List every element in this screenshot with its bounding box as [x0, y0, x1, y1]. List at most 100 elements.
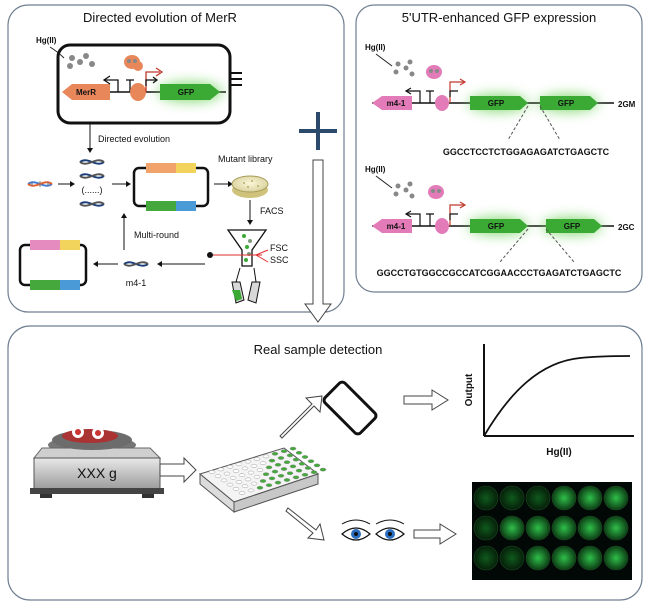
plate-well	[283, 478, 291, 482]
plate-well	[229, 475, 237, 480]
gfp-label-2gc-b: GFP	[564, 222, 581, 231]
plate-well	[238, 473, 246, 478]
plate-well	[256, 485, 264, 490]
plate-well	[244, 477, 252, 482]
gfp-label-2gc-a: GFP	[488, 222, 505, 231]
plate-well	[301, 472, 309, 477]
plate-well	[292, 475, 300, 480]
photo-well	[603, 485, 629, 511]
fsc-label: FSC	[270, 243, 289, 253]
plate-well	[265, 465, 273, 470]
multi-round-label: Multi-round	[134, 230, 179, 240]
plate-well	[292, 457, 300, 462]
plate-well	[244, 459, 252, 464]
plate-well	[250, 481, 258, 486]
plate-well	[277, 473, 285, 478]
photo-well	[551, 545, 577, 571]
plate-well	[298, 461, 306, 466]
plate-well	[262, 472, 270, 477]
arrow-plate-to-phone	[279, 395, 323, 439]
plate-well	[271, 451, 279, 456]
construct-2gm-label: 2GM	[618, 100, 636, 109]
m4-1-gene-2gc	[372, 219, 412, 233]
panel-directed-evolution: Directed evolution of MerR Hg(II) MerR	[7, 4, 345, 313]
scale-readout: XXX g	[77, 465, 117, 481]
hg-label-2gm: Hg(II)	[365, 43, 386, 52]
photo-well	[603, 515, 629, 541]
photo-well	[551, 515, 577, 541]
dna-single-icon	[27, 181, 53, 187]
plate-well	[226, 464, 234, 469]
hg-label: Hg(II)	[36, 36, 57, 45]
plate-well	[256, 468, 264, 472]
dna-m4-1-icon	[123, 261, 149, 267]
plate-well	[232, 469, 240, 473]
plate-well	[319, 467, 327, 472]
plate-well	[283, 460, 291, 465]
mutant-library-label: Mutant library	[218, 154, 273, 164]
sequence-2gc: GGCCTGTGGCCGCCATCGGAACCCTGAGATCTGAGCTC	[377, 268, 622, 278]
m4-1-label-2gm: m4-1	[387, 99, 406, 108]
ssc-label: SSC	[270, 255, 289, 265]
plate-well	[271, 469, 279, 474]
facs-sorter-icon	[207, 229, 269, 304]
eyes-icon	[341, 519, 405, 541]
photo-well	[473, 545, 499, 571]
panel-title-directed: Directed evolution of MerR	[83, 10, 237, 25]
gfp-gene-2gm-a	[470, 96, 528, 110]
photo-well	[473, 485, 499, 511]
plate-well	[310, 470, 318, 475]
plate-well	[235, 480, 243, 484]
plate-well	[253, 457, 261, 461]
y-axis-label: Output	[464, 373, 475, 406]
gfp-label: GFP	[178, 88, 195, 97]
plate-well	[295, 468, 303, 473]
mercury-ions-2gm	[393, 59, 415, 77]
photo-well	[499, 515, 525, 541]
arrow-scale-to-plate	[159, 456, 197, 484]
plate-well	[274, 462, 282, 467]
merr-protein	[124, 55, 143, 71]
gfp-gene	[160, 84, 220, 100]
plate-well	[214, 474, 222, 479]
plate-well	[295, 450, 303, 455]
plate-well	[274, 480, 282, 485]
photo-well	[577, 515, 603, 541]
panel-title-utr: 5'UTR-enhanced GFP expression	[402, 10, 596, 25]
plus-icon	[299, 112, 337, 150]
gfp-gene-2gc-b	[546, 219, 602, 233]
panel-title-real: Real sample detection	[254, 342, 383, 357]
plate-well	[226, 482, 234, 487]
plate-well	[286, 453, 294, 458]
gfp-label-2gm-a: GFP	[488, 99, 505, 108]
plate-well	[277, 456, 285, 460]
plate-well	[268, 458, 276, 463]
photo-well	[499, 545, 525, 571]
photo-well	[577, 545, 603, 571]
plate-well	[208, 470, 216, 474]
plate-well	[304, 466, 312, 470]
plate-well	[259, 461, 267, 466]
merr-protein-2gc	[428, 185, 444, 199]
merr-label: MerR	[76, 88, 96, 97]
arrow-eyes-to-photo	[413, 523, 457, 545]
plate-well	[217, 467, 225, 472]
mercury-ions-2gc	[393, 181, 415, 199]
gfp-gene-2gc-a	[470, 219, 528, 233]
plate-well	[223, 471, 231, 476]
plate-well	[235, 462, 243, 467]
plate-well	[262, 454, 270, 459]
petri-dish-icon	[231, 175, 269, 198]
fluorescence-photo	[472, 482, 632, 580]
plate-well	[265, 483, 273, 488]
facs-label: FACS	[260, 206, 284, 216]
photo-well	[499, 485, 525, 511]
output-curve	[483, 355, 631, 437]
plate-well	[247, 488, 255, 493]
dna-variants-icon	[79, 159, 105, 207]
well-plate-icon	[198, 446, 327, 514]
photo-well	[525, 515, 551, 541]
plate-well	[241, 484, 249, 489]
mutant-plasmid	[132, 163, 210, 211]
